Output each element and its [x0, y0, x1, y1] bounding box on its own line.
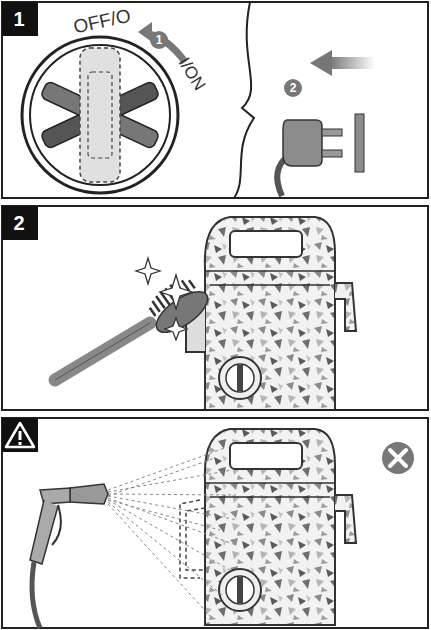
panel-three-part: [382, 442, 414, 474]
panel-one-part: [330, 57, 375, 69]
panel-two-part: [2, 206, 38, 240]
panel-three-part: [52, 505, 61, 545]
panel-three-part-part-part: [108, 504, 210, 616]
panel-three-part-part: [108, 448, 238, 616]
panel-one-part: [355, 114, 364, 172]
panel-three-part: [2, 418, 38, 452]
panel-three-part-part-part: [108, 448, 225, 490]
step-number: 1: [13, 9, 24, 29]
panel-one-part: [150, 31, 168, 49]
panel-three-part: [19, 431, 22, 440]
panel-three-part-part-part: [108, 500, 220, 530]
panel-three-part: [6, 423, 34, 447]
panel-three-part-part: [186, 508, 205, 570]
panel-one-part: [322, 150, 342, 157]
panel-three-part: [32, 562, 40, 628]
panel-two-part: [136, 258, 160, 284]
panel-three-part: [19, 442, 22, 445]
panel-two-part: [160, 275, 192, 309]
panel-two: [2, 206, 428, 413]
panel-three-part-part-part: [108, 502, 222, 595]
panel-two-part: [165, 318, 187, 340]
panel-one-part: [22, 37, 178, 193]
panel-one-part: [80, 48, 120, 182]
panel-three-part-part-part: [108, 498, 236, 545]
panel-one-part: [310, 50, 332, 76]
panel-three-part-part: [180, 500, 200, 578]
panel-one-part: [284, 79, 302, 97]
callout-number: 2: [290, 82, 297, 94]
panel-one-part: [88, 72, 112, 158]
panel-three-part-part: [205, 429, 356, 625]
panel-three-part-part-part: [108, 494, 236, 495]
panel-two-part: [55, 323, 150, 380]
panel-three-part: [390, 450, 406, 466]
panel-two-part: [55, 323, 150, 380]
panel-three-part-part-part: [108, 470, 232, 492]
panel-one-part: [2, 2, 428, 198]
panel-one-part: [30, 45, 170, 185]
panel-one-part: [2, 2, 38, 36]
panel-three-part: [30, 500, 58, 564]
panel-one-part: [234, 2, 254, 198]
panel-two-part-part: [205, 217, 356, 409]
panel-two-part: [186, 217, 356, 409]
panel-three: [2, 418, 428, 628]
callout-number: 1: [156, 34, 163, 46]
panel-three-part: [70, 484, 108, 504]
panel-one-part: [138, 22, 152, 42]
panel-two-part-part: [146, 274, 195, 315]
panel-one-part: [283, 120, 322, 166]
panel-one-part: [322, 129, 342, 136]
panel-one: [2, 2, 428, 198]
panel-three-part-part-part: [108, 500, 230, 570]
panel-three-part: [108, 429, 356, 625]
panel-two-part: [141, 271, 214, 340]
panel-three-part-part-part: [108, 496, 238, 520]
step-number: 2: [13, 213, 24, 233]
panel-three-part-part-part: [108, 458, 215, 496]
panel-three-part: [2, 418, 428, 628]
